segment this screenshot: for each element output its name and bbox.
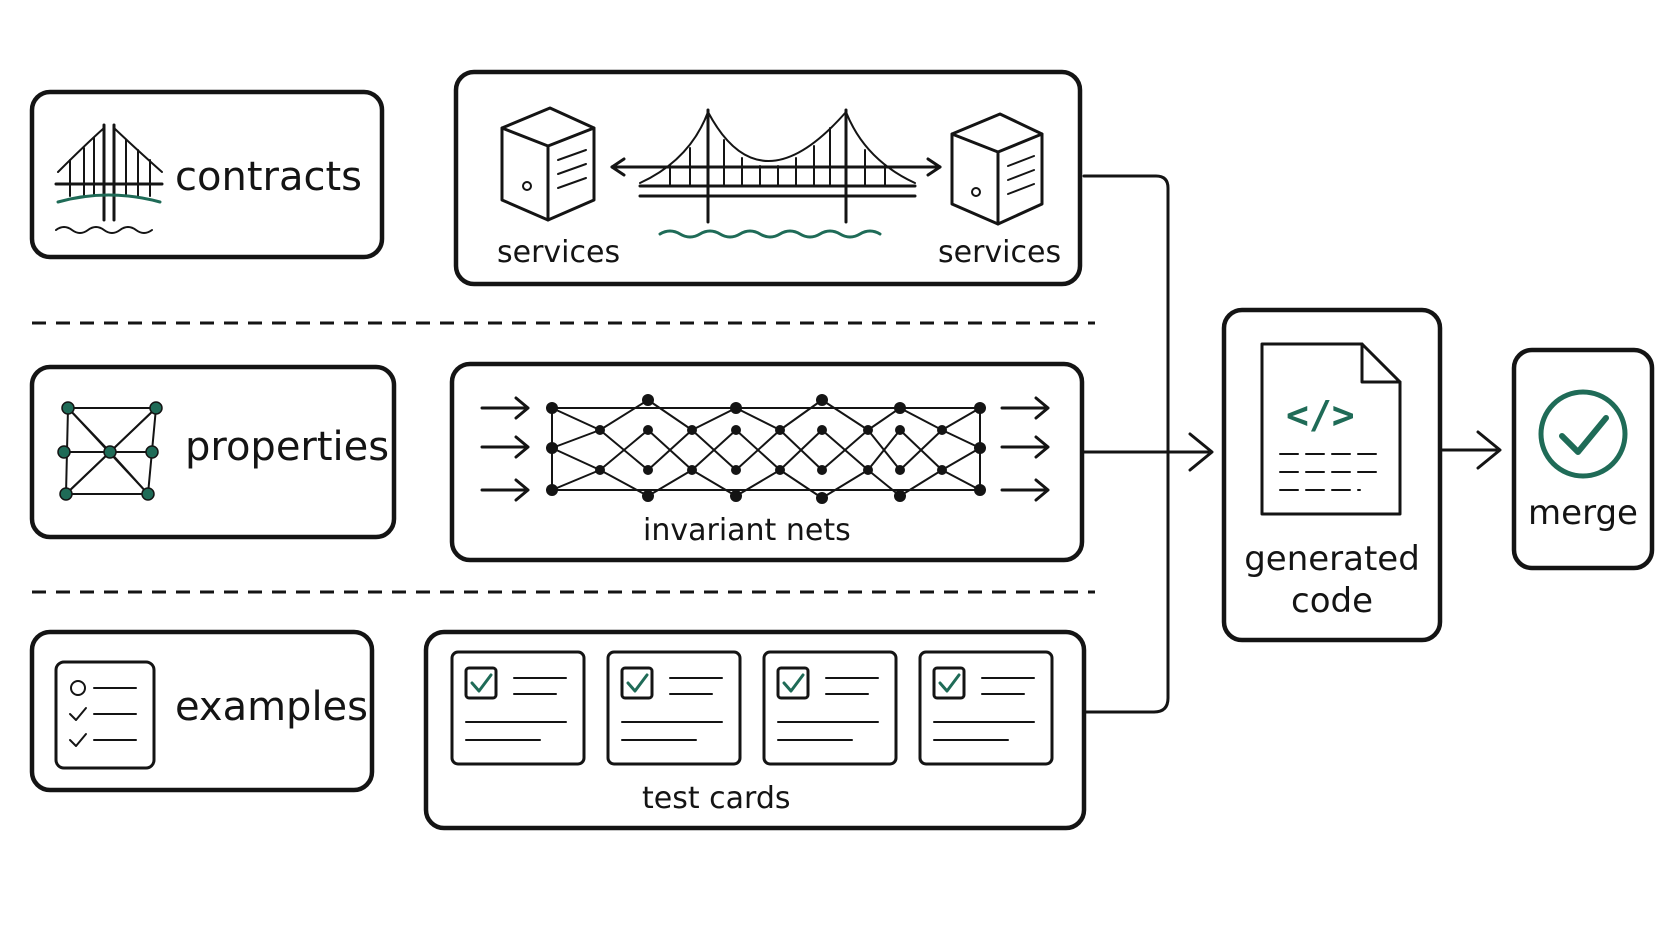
generated-code-line2: code [1291, 581, 1373, 621]
bridge-icon [610, 108, 942, 239]
test-card [606, 650, 742, 766]
server-icon [950, 112, 1044, 226]
input-arrows [480, 396, 530, 502]
left-services-label: services [497, 235, 620, 270]
network-graph-icon [57, 401, 163, 501]
test-card [918, 650, 1054, 766]
examples-box: examples [29, 629, 375, 793]
mesh-nodes [546, 394, 986, 504]
checklist-icon [54, 660, 156, 770]
invariant-nets-panel: invariant nets [449, 361, 1085, 563]
bracket-connector [1082, 174, 1214, 714]
contracts-label: contracts [175, 154, 362, 200]
merge-label: merge [1528, 493, 1638, 533]
output-arrows [1000, 396, 1050, 502]
invariant-nets-label: invariant nets [643, 513, 851, 548]
test-cards-panel: test cards [423, 629, 1087, 831]
network-mesh-icon [546, 394, 986, 504]
properties-box: properties [29, 364, 397, 540]
server-icon [500, 106, 596, 222]
check-circle-icon [1538, 389, 1628, 479]
test-card [450, 650, 586, 766]
arrow-head-icon [1476, 430, 1502, 470]
generated-code-line1: generated [1244, 539, 1420, 579]
examples-label: examples [175, 684, 368, 730]
generated-code-box: </> generated code [1221, 307, 1443, 643]
test-card [762, 650, 898, 766]
code-symbol: </> [1286, 393, 1355, 437]
services-bridge-panel: services [453, 69, 1083, 287]
right-services-label: services [938, 235, 1061, 270]
bridge-icon [54, 123, 164, 234]
merge-box: merge [1511, 347, 1655, 571]
code-file-icon: </> [1260, 342, 1402, 516]
contracts-box: contracts [29, 89, 385, 260]
test-cards-label: test cards [642, 781, 791, 816]
properties-label: properties [185, 424, 389, 470]
